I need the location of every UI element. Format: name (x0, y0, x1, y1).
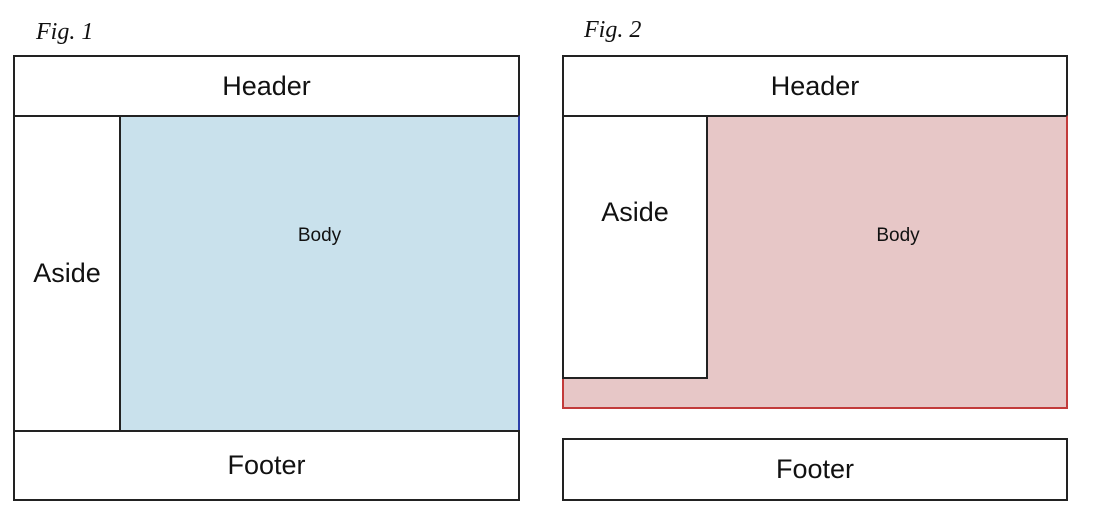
fig1-footer-label: Footer (227, 450, 306, 480)
fig1-header-box: Header (13, 55, 520, 117)
fig2-aside-label: Aside (601, 197, 669, 227)
fig2-header-label: Header (770, 70, 860, 101)
fig2-caption: Fig. 2 (584, 17, 642, 43)
fig1-header-label: Header (222, 70, 311, 101)
fig2-footer-box: Footer (562, 438, 1068, 501)
fig1-footer-box: Footer (13, 430, 520, 501)
fig2-header-box: Header (562, 55, 1068, 117)
fig1-caption: Fig. 1 (36, 19, 94, 45)
fig1-body-box: Body (119, 115, 520, 432)
fig2-aside-box: Aside (562, 115, 708, 379)
fig2-footer-label: Footer (775, 454, 855, 484)
fig1-aside-label: Aside (33, 258, 101, 288)
fig1-aside-box: Aside (13, 115, 121, 432)
fig1-body-label: Body (297, 225, 342, 246)
fig2-body-label: Body (876, 225, 920, 246)
